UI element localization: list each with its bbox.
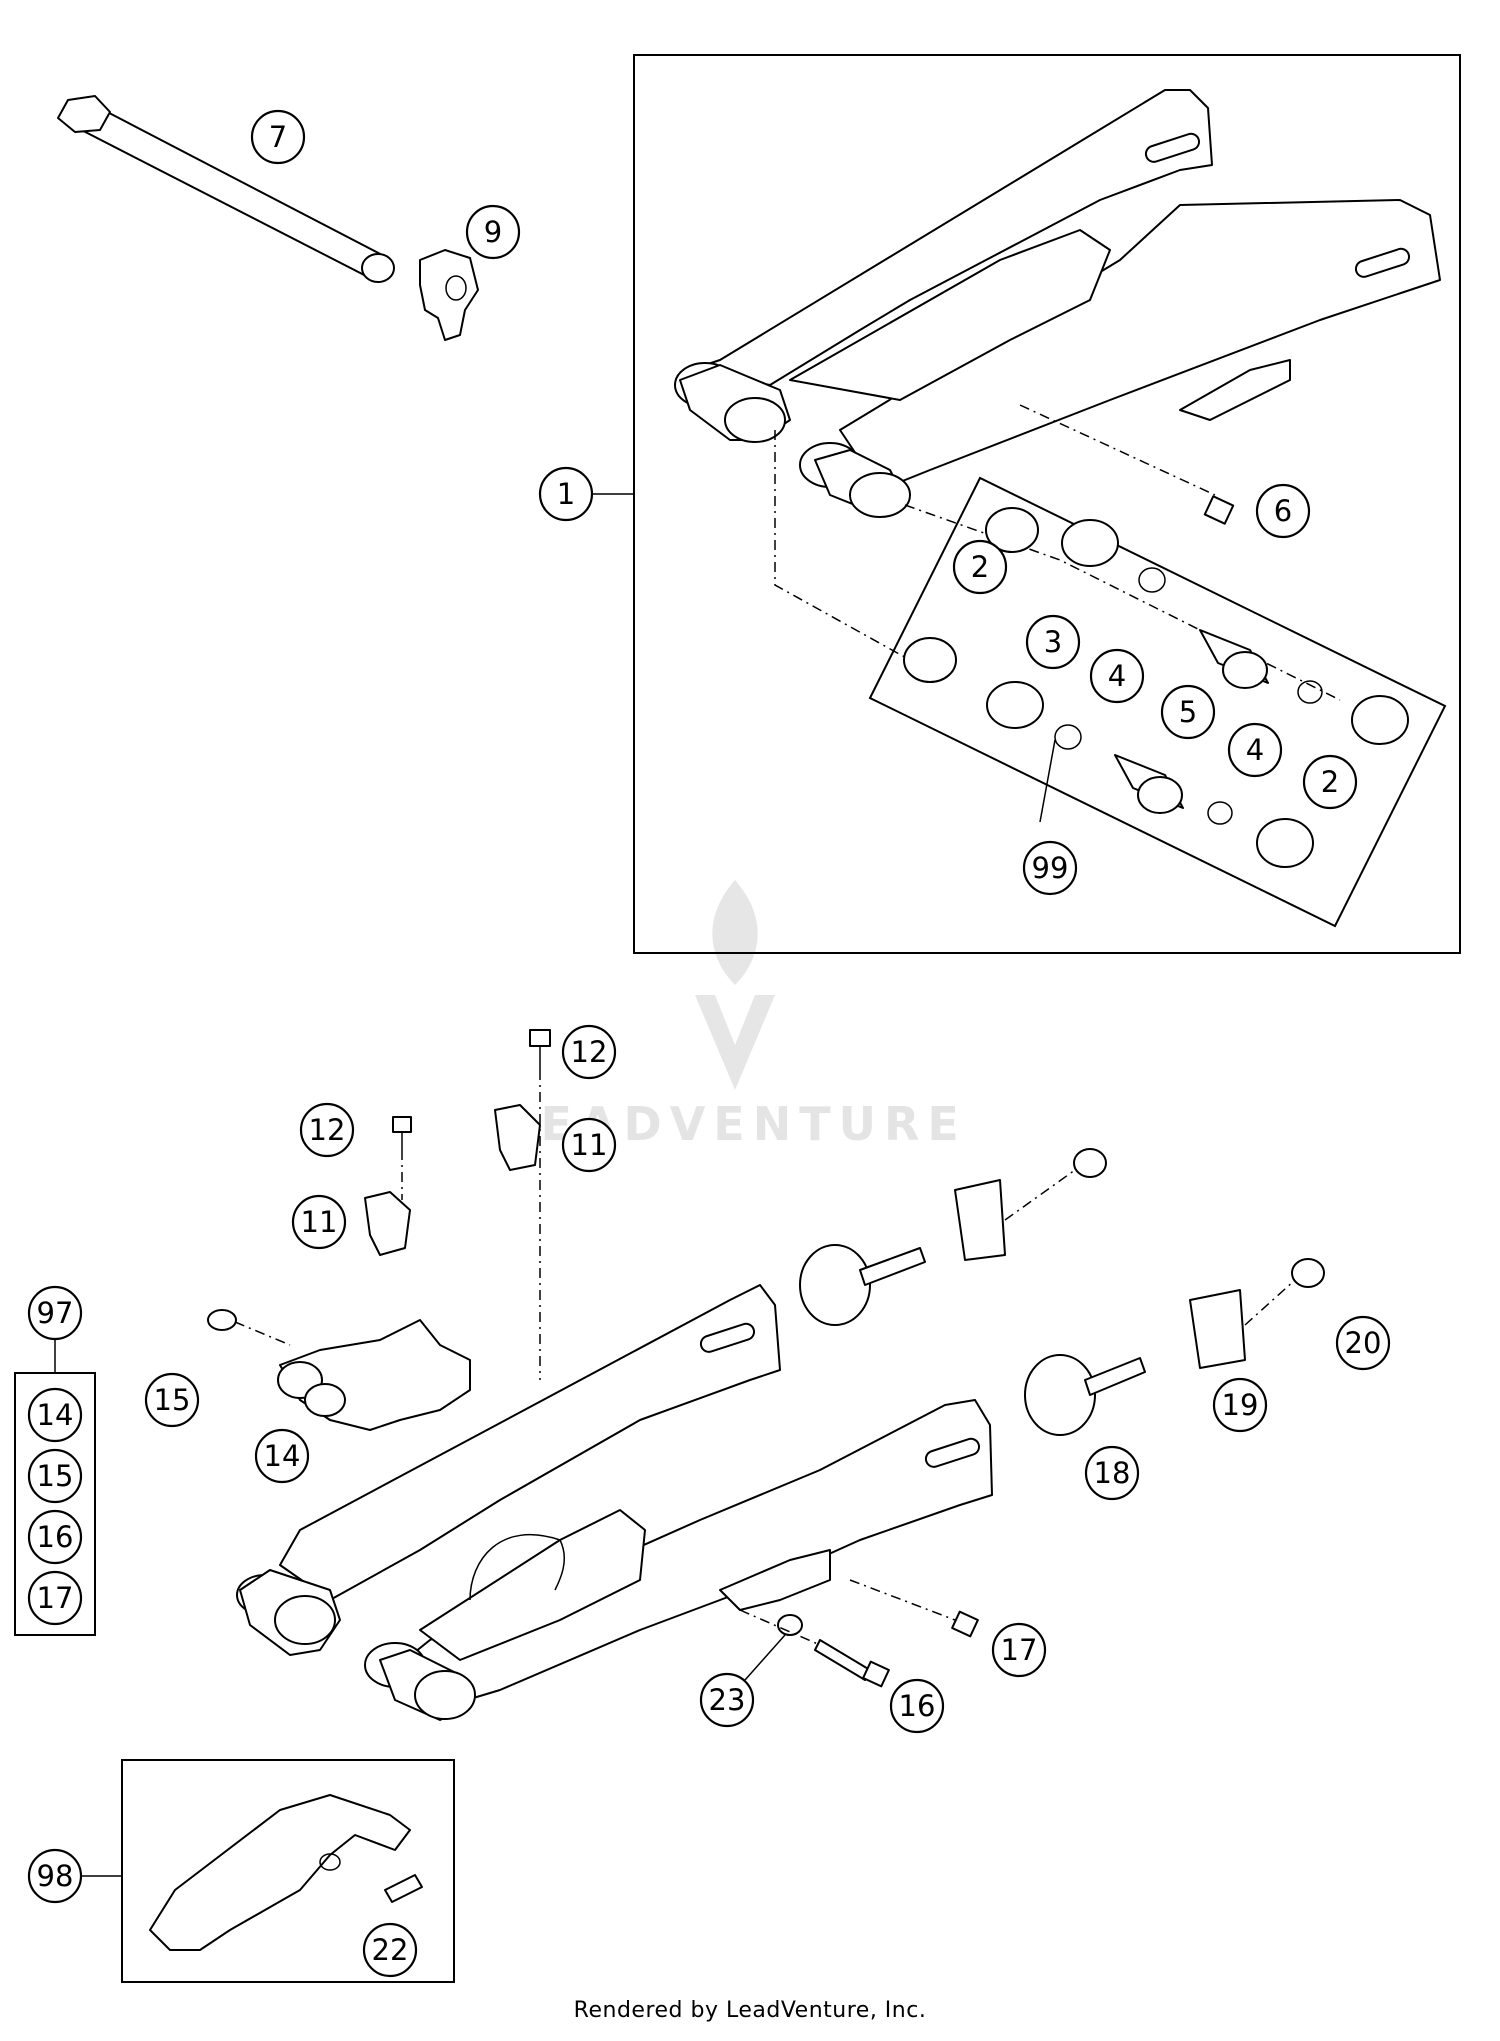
- svg-text:18: 18: [1094, 1456, 1131, 1490]
- screw-12-lower: [392, 1116, 412, 1150]
- svg-text:14: 14: [37, 1398, 74, 1432]
- callout-12-lower: 12: [299, 1102, 355, 1158]
- nut-15: [207, 1309, 237, 1331]
- svg-text:6: 6: [1274, 494, 1292, 528]
- callout-19: 19: [1212, 1377, 1268, 1433]
- assembly-frame: [633, 54, 1461, 954]
- svg-text:23: 23: [709, 1683, 746, 1717]
- callout-2b: 2: [1302, 754, 1358, 810]
- svg-text:11: 11: [571, 1128, 608, 1162]
- svg-text:16: 16: [37, 1520, 74, 1554]
- clip-11-lower: [364, 1191, 411, 1256]
- nut-20-lower: [1291, 1258, 1325, 1288]
- svg-text:16: 16: [899, 1689, 936, 1723]
- svg-text:19: 19: [1222, 1388, 1259, 1422]
- group-97-item-15: 15: [27, 1448, 83, 1504]
- svg-text:11: 11: [301, 1205, 338, 1239]
- svg-text:7: 7: [269, 120, 287, 154]
- bolt-16: [814, 1639, 890, 1688]
- svg-text:20: 20: [1345, 1326, 1382, 1360]
- callout-14: 14: [254, 1428, 310, 1484]
- svg-text:4: 4: [1108, 659, 1126, 693]
- svg-text:2: 2: [971, 550, 989, 584]
- chain-guard: [149, 1794, 411, 1951]
- bracket-19-lower: [1189, 1289, 1246, 1369]
- bolt-17: [951, 1610, 979, 1638]
- callout-18: 18: [1084, 1445, 1140, 1501]
- chain-guide-14: [277, 1319, 471, 1431]
- swingarm-upper: [674, 89, 1441, 518]
- svg-text:9: 9: [484, 215, 502, 249]
- svg-text:15: 15: [154, 1383, 191, 1417]
- callout-22: 22: [362, 1922, 418, 1978]
- svg-text:17: 17: [37, 1581, 74, 1615]
- bearing-kit-frame: [868, 476, 1447, 928]
- axle-7: [57, 95, 395, 283]
- bearing-kit-parts: [903, 507, 1409, 868]
- svg-text:17: 17: [1001, 1633, 1038, 1667]
- bolt-6: [1203, 495, 1235, 525]
- svg-text:3: 3: [1044, 625, 1062, 659]
- svg-text:4: 4: [1246, 733, 1264, 767]
- clip-11-upper: [494, 1104, 541, 1171]
- bracket-19-upper: [954, 1179, 1006, 1261]
- watermark-logo: [695, 880, 775, 1090]
- screw-22: [384, 1874, 423, 1903]
- callout-1: 1: [538, 466, 594, 522]
- screw-12-upper: [529, 1029, 551, 1070]
- roller-18-lower: [1024, 1354, 1146, 1436]
- svg-text:2: 2: [1321, 765, 1339, 799]
- callout-15: 15: [144, 1372, 200, 1428]
- callout-5: 5: [1160, 684, 1216, 740]
- callout-2: 2: [952, 539, 1008, 595]
- callout-3: 3: [1025, 614, 1081, 670]
- group-97-item-16: 16: [27, 1509, 83, 1565]
- swingarm-lower: [236, 1284, 993, 1721]
- callout-16: 16: [889, 1678, 945, 1734]
- guard-frame-98: [121, 1759, 455, 1983]
- callout-11-lower: 11: [291, 1194, 347, 1250]
- callout-6: 6: [1255, 483, 1311, 539]
- callout-4b: 4: [1227, 722, 1283, 778]
- svg-text:15: 15: [37, 1459, 74, 1493]
- svg-text:5: 5: [1179, 695, 1197, 729]
- svg-text:99: 99: [1032, 851, 1069, 885]
- svg-text:97: 97: [37, 1296, 74, 1330]
- nut-20-upper: [1073, 1148, 1107, 1178]
- callout-12-upper: 12: [561, 1024, 617, 1080]
- callout-23: 23: [699, 1672, 755, 1728]
- svg-text:12: 12: [309, 1113, 346, 1147]
- chain-adjuster-9: [419, 249, 479, 341]
- callout-98: 98: [27, 1848, 83, 1904]
- callout-9: 9: [465, 204, 521, 260]
- svg-text:98: 98: [37, 1859, 74, 1893]
- svg-text:1: 1: [557, 477, 575, 511]
- callout-99: 99: [1022, 840, 1078, 896]
- callout-17: 17: [991, 1622, 1047, 1678]
- roller-18-upper: [799, 1244, 926, 1326]
- group-97-item-14: 14: [27, 1387, 83, 1443]
- callout-97: 97: [27, 1285, 83, 1341]
- callout-4: 4: [1089, 648, 1145, 704]
- callout-11-upper: 11: [561, 1117, 617, 1173]
- callout-7: 7: [250, 109, 306, 165]
- svg-text:22: 22: [372, 1933, 409, 1967]
- svg-text:14: 14: [264, 1439, 301, 1473]
- callout-20: 20: [1335, 1315, 1391, 1371]
- footer-credit: Rendered by LeadVenture, Inc.: [573, 1998, 927, 2023]
- washer-23: [777, 1614, 803, 1636]
- group-97-item-17: 17: [27, 1570, 83, 1626]
- svg-text:12: 12: [571, 1035, 608, 1069]
